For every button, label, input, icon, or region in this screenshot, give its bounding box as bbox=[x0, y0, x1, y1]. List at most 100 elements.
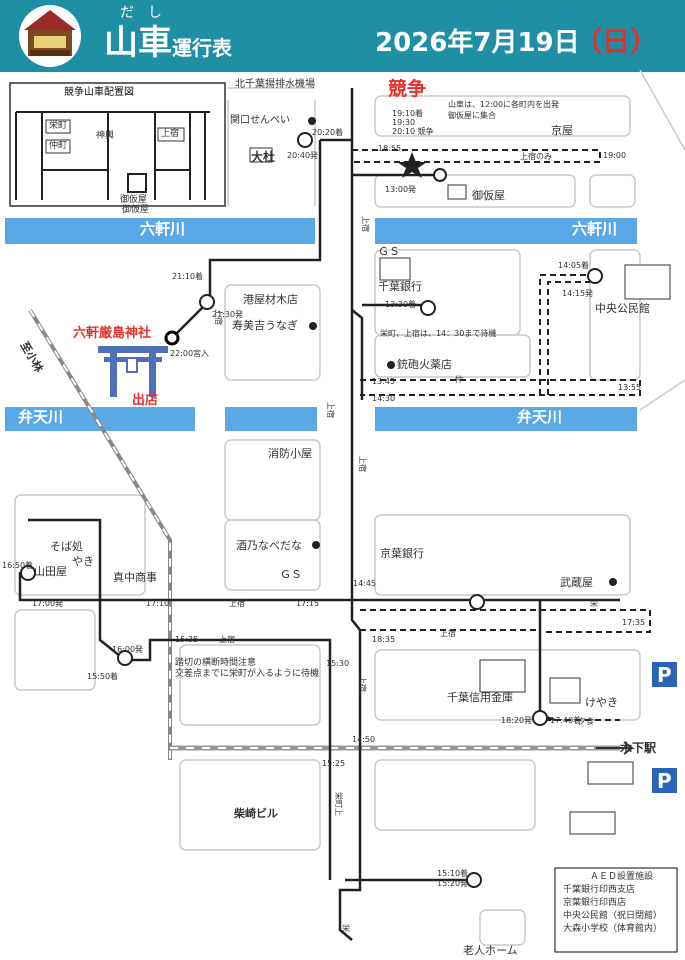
race-note: 御仮屋に集合 bbox=[448, 111, 496, 120]
place-label: 山田屋 bbox=[34, 565, 67, 578]
street-label: 仲 bbox=[455, 375, 463, 384]
street-label: 栄 bbox=[342, 924, 350, 933]
place-label: ＧＳ bbox=[280, 568, 302, 581]
route-time: 13:55 bbox=[618, 383, 642, 392]
torii-icon bbox=[98, 346, 168, 397]
route-time: 21:10着 bbox=[172, 272, 204, 281]
shrine-label: 六軒厳島神社 bbox=[73, 326, 152, 341]
place-label: 寿美吉うなぎ bbox=[232, 319, 298, 332]
street-label: 上宿 bbox=[219, 635, 235, 644]
street-label: 上宿 bbox=[229, 599, 245, 608]
route-note: 踏切の横断時間注意 bbox=[175, 658, 257, 668]
river-rokken-west bbox=[5, 218, 315, 244]
title-sub: 運行表 bbox=[172, 36, 232, 60]
river-benten-east bbox=[375, 407, 637, 431]
aed-title: ＡＥＤ設置施設 bbox=[590, 872, 654, 882]
race-star-icon bbox=[397, 152, 427, 178]
street-label: 栄町上 bbox=[334, 792, 343, 816]
place-label: 大杜 bbox=[251, 150, 276, 164]
route-time: 15:35 bbox=[175, 635, 199, 644]
route-time: 19:00 bbox=[603, 151, 627, 160]
railway bbox=[28, 308, 172, 760]
place-label: けやき bbox=[585, 696, 618, 709]
street-label: 上宿 bbox=[358, 456, 367, 472]
river-label: 弁天川 bbox=[517, 408, 563, 426]
street-label: 上宿 bbox=[326, 402, 335, 418]
place-label: 柴崎ビル bbox=[234, 807, 278, 820]
place-label: 千葉銀行 bbox=[378, 280, 422, 293]
route-time: 13:00発 bbox=[385, 185, 417, 194]
aed-item: 大森小学校（体育館内） bbox=[563, 924, 663, 934]
river-label: 弁天川 bbox=[18, 408, 64, 426]
place-label: 中央公民館 bbox=[595, 302, 650, 315]
route-time: 17:35 bbox=[622, 618, 646, 627]
place-label: やき bbox=[72, 555, 94, 568]
route-time: 18:55 bbox=[378, 144, 402, 153]
place-label: ＧＳ bbox=[378, 245, 400, 258]
place-label: 老人ホーム bbox=[463, 944, 518, 957]
route-time: 14:45 bbox=[353, 579, 377, 588]
route-time: 13:45 bbox=[372, 377, 396, 386]
place-label: 千葉信用金庫 bbox=[447, 691, 513, 704]
route-time: 14:15発 bbox=[562, 289, 594, 298]
place-label: そば処 bbox=[50, 540, 83, 553]
route-note: 上宿のみ bbox=[520, 152, 552, 161]
place-label: 武蔵屋 bbox=[560, 576, 593, 589]
route-time: 16:00発 bbox=[112, 645, 144, 654]
street-label: 上宿 bbox=[361, 216, 370, 232]
parking-label: P bbox=[657, 663, 672, 687]
street-label: 上宿 bbox=[214, 309, 223, 325]
event-weekday: （日） bbox=[574, 25, 659, 58]
race-label: 競争 bbox=[388, 78, 427, 100]
title-main: 山車 bbox=[104, 23, 172, 63]
route-time: 18:20発 bbox=[501, 716, 533, 725]
place-label: 京屋 bbox=[551, 124, 573, 137]
header-bar bbox=[0, 0, 685, 72]
inset-title: 競争山車配置図 bbox=[64, 87, 134, 98]
inset-mikoshi: 神輿 bbox=[96, 131, 115, 141]
river-rokken-east bbox=[375, 218, 637, 244]
inset-nakacho: 仲町 bbox=[49, 141, 68, 151]
route-stops bbox=[20, 132, 603, 888]
route-time: 22:00宮入 bbox=[170, 349, 210, 358]
route-time: 20:10 競争 bbox=[392, 127, 434, 136]
shrine-stall: 出店 bbox=[132, 393, 159, 408]
place-label: 消防小屋 bbox=[268, 447, 312, 460]
event-date: 2026年7月19日 bbox=[375, 28, 580, 58]
street-label: 栄 bbox=[590, 599, 598, 608]
route-time: 17:40着 bbox=[550, 716, 582, 725]
place-label: 御仮屋 bbox=[472, 189, 505, 202]
route-time: 14:05着 bbox=[558, 261, 590, 270]
place-label: 北千葉揚排水機場 bbox=[235, 79, 315, 90]
parking-label: P bbox=[657, 769, 672, 793]
place-label: 銃砲火薬店 bbox=[397, 358, 452, 371]
street-label: 上宿 bbox=[440, 629, 456, 638]
route-time: 17:15 bbox=[296, 599, 320, 608]
place-label: 関口せんべい bbox=[230, 115, 290, 126]
river-label: 六軒川 bbox=[572, 220, 618, 238]
place-label: 京葉銀行 bbox=[380, 547, 424, 560]
route-time: 18:35 bbox=[372, 635, 396, 644]
route-time: 15:20発 bbox=[437, 879, 469, 888]
route-solid bbox=[18, 88, 620, 941]
route-time: 20:20着 bbox=[312, 128, 344, 137]
dashi-logo bbox=[19, 5, 81, 67]
route-time: 14:30 bbox=[372, 394, 396, 403]
route-time: 15:25 bbox=[322, 759, 346, 768]
route-time: 15:30 bbox=[326, 659, 350, 668]
route-time: 17:10 bbox=[146, 599, 170, 608]
route-note: 交差点までに栄町が入るように待機 bbox=[175, 669, 320, 679]
route-time: 13:30着 bbox=[385, 300, 417, 309]
route-time: 20:40発 bbox=[287, 151, 319, 160]
route-time: 19:30 bbox=[392, 118, 416, 127]
river-label: 六軒川 bbox=[140, 220, 186, 238]
inset-okariya: 御仮屋 bbox=[120, 195, 148, 205]
street-label: 上宿 bbox=[358, 676, 367, 692]
route-time: 15:50着 bbox=[87, 672, 119, 681]
parking-icon bbox=[652, 662, 677, 793]
route-time: 19:10着 bbox=[392, 109, 424, 118]
route-time: 15:10着 bbox=[437, 869, 469, 878]
place-label: 木下駅 bbox=[620, 741, 657, 755]
